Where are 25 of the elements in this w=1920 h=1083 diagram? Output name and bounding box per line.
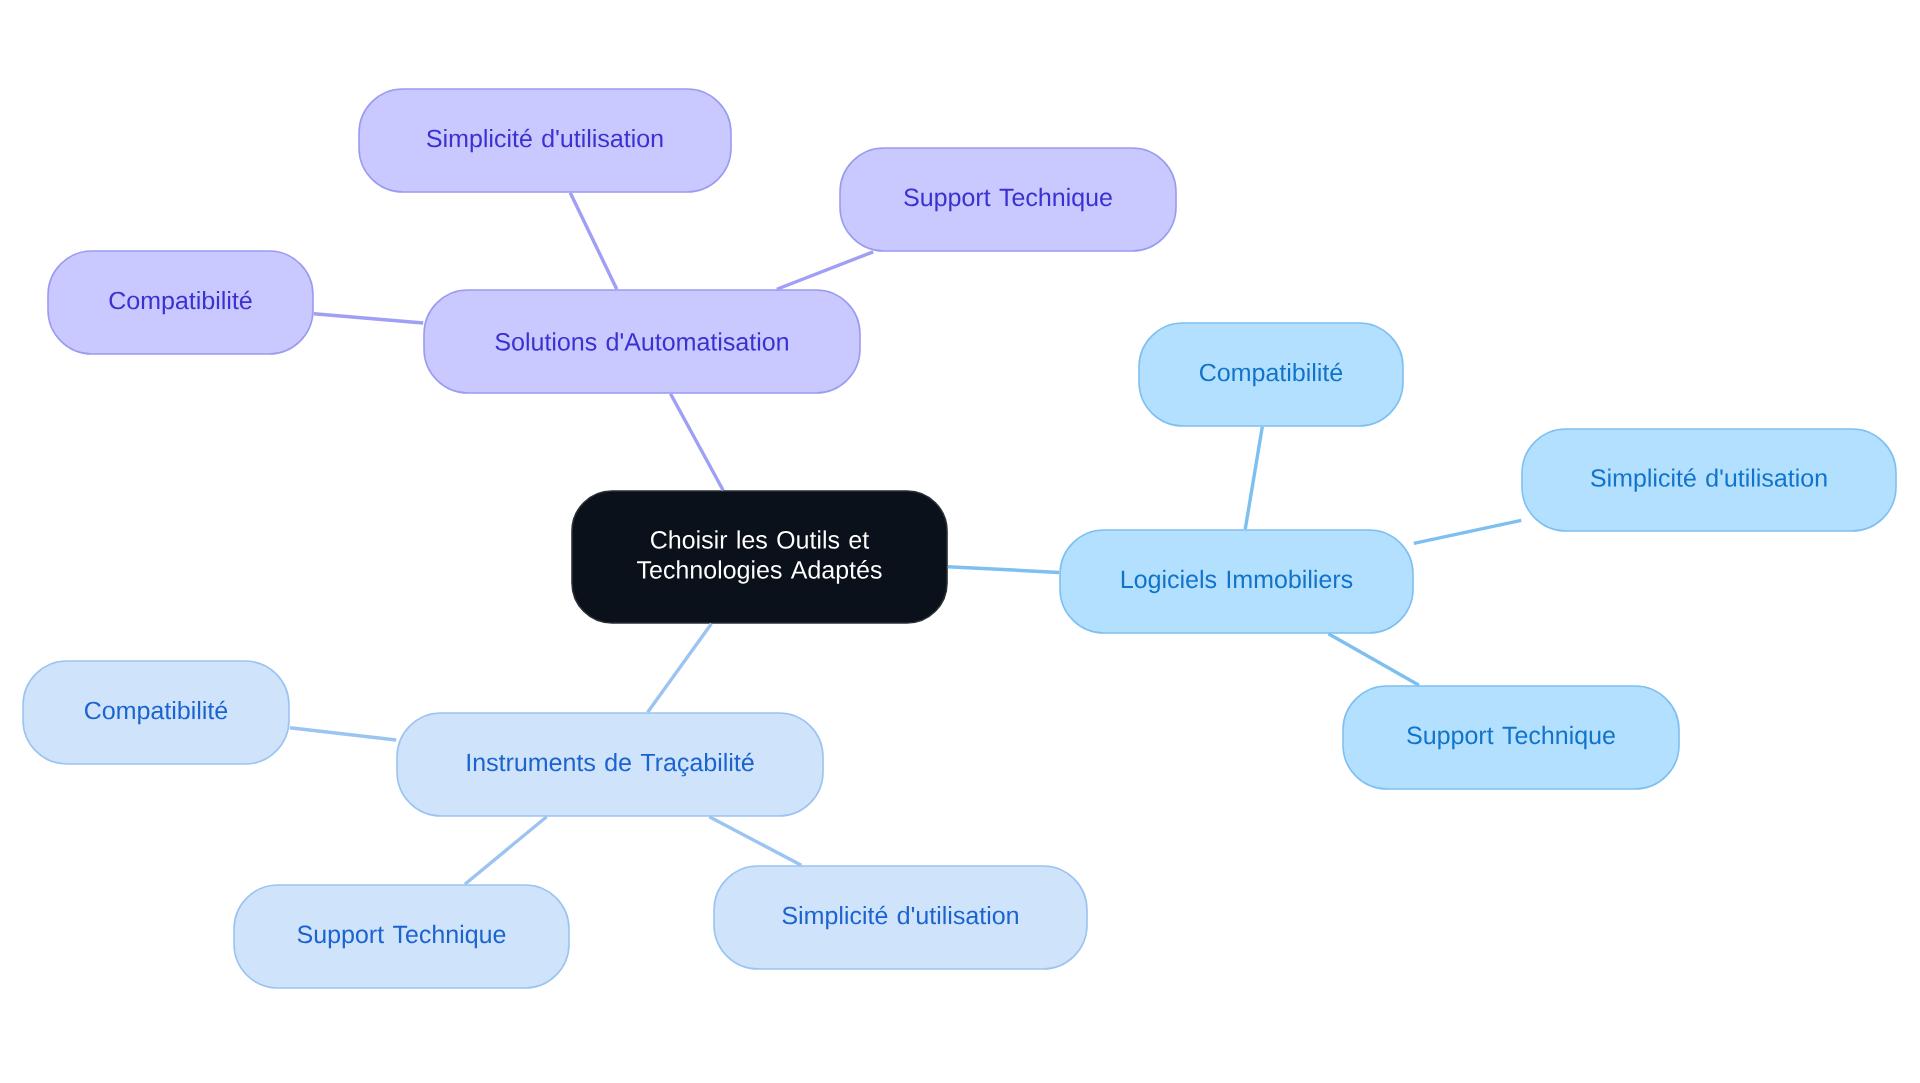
connector-line bbox=[646, 622, 713, 714]
connector-line bbox=[669, 393, 725, 492]
subtopic-box: Simplicité d'utilisation bbox=[358, 88, 732, 193]
subtopic-box: Compatibilité bbox=[22, 660, 290, 765]
connector-line bbox=[568, 192, 619, 290]
subtopic-box: Support Technique bbox=[233, 884, 570, 989]
branch-topic-box: Logiciels Immobiliers bbox=[1059, 529, 1414, 634]
connector-line bbox=[1243, 426, 1264, 530]
subtopic-box: Compatibilité bbox=[47, 250, 314, 355]
connector-line bbox=[463, 815, 548, 886]
branch-topic-box: Instruments de Traçabilité bbox=[396, 712, 824, 817]
subtopic-box: Support Technique bbox=[839, 147, 1177, 252]
connector-line bbox=[1327, 632, 1420, 687]
subtopic-box: Compatibilité bbox=[1138, 322, 1404, 427]
subtopic-box: Simplicité d'utilisation bbox=[713, 865, 1088, 970]
connector-line bbox=[776, 250, 874, 291]
connector-line bbox=[1413, 518, 1522, 546]
connector-line bbox=[708, 815, 803, 867]
subtopic-box: Support Technique bbox=[1342, 685, 1680, 790]
connector-line bbox=[947, 565, 1060, 575]
central-topic-box: Choisir les Outils et Technologies Adaptés bbox=[571, 490, 948, 624]
subtopic-box: Simplicité d'utilisation bbox=[1521, 428, 1897, 532]
connector-line bbox=[289, 726, 397, 742]
branch-topic-box: Solutions d'Automatisation bbox=[423, 289, 861, 394]
connector-line bbox=[313, 312, 424, 325]
